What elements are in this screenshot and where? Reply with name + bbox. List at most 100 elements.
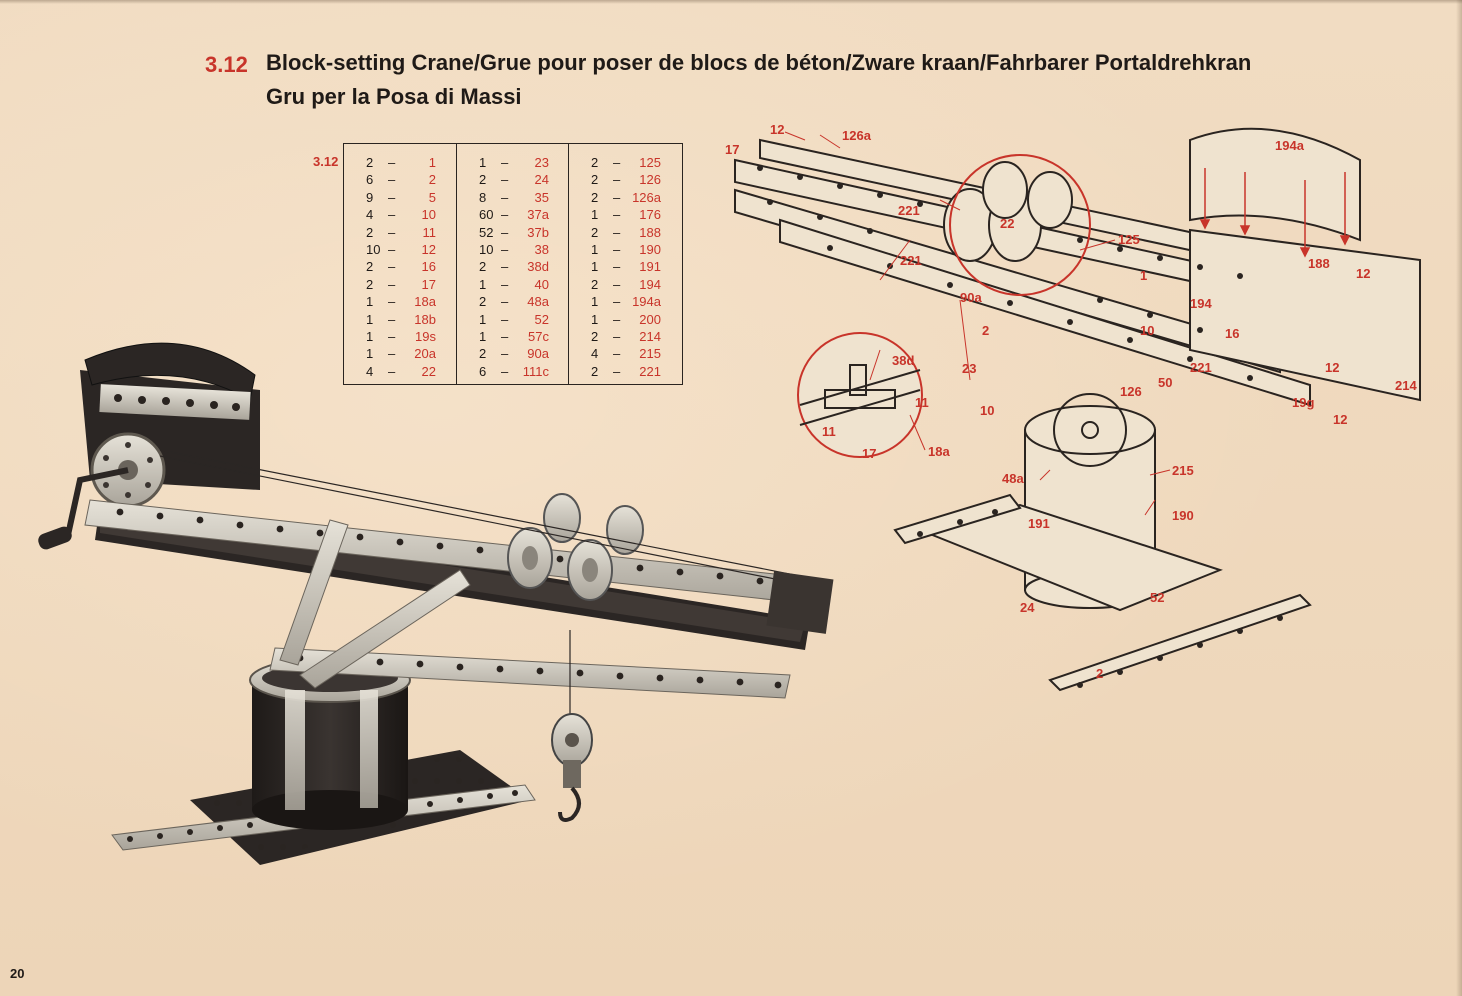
part-quantity: 1 — [366, 311, 374, 327]
part-quantity: 2 — [479, 259, 487, 275]
parts-row: 1–200 — [569, 311, 682, 329]
quantity-dash: – — [388, 259, 396, 275]
diagram-label-38d: 38d — [892, 353, 914, 368]
quantity-dash: – — [388, 294, 396, 310]
part-number: 12 — [421, 242, 436, 257]
diagram-label-12: 12 — [1325, 360, 1339, 375]
quantity-dash: – — [501, 172, 509, 188]
part-number: 57c — [528, 329, 549, 344]
crane-boom-front-strip — [269, 647, 791, 699]
assembly-diagram: 12 126a 17 194a 221 22 221 125 188 12 19… — [725, 122, 1421, 692]
part-quantity: 60 — [479, 207, 494, 223]
part-number: 126 — [639, 172, 661, 188]
part-number: 24 — [534, 172, 549, 188]
part-quantity: 2 — [366, 259, 374, 275]
diagram-label-12: 12 — [1356, 266, 1370, 281]
diagram-label-191: 191 — [1028, 516, 1050, 531]
parts-row: 2–1 — [344, 154, 456, 172]
parts-row: 2–48a — [457, 293, 569, 311]
parts-row: 2–188 — [569, 224, 682, 242]
part-number: 194a — [632, 294, 661, 310]
part-number: 5 — [428, 189, 436, 205]
parts-row: 4–215 — [569, 345, 682, 363]
parts-row: 2–16 — [344, 258, 456, 276]
part-quantity: 2 — [591, 329, 599, 344]
diagram-label-214: 214 — [1395, 378, 1417, 393]
quantity-dash: – — [613, 276, 621, 292]
part-quantity: 6 — [366, 172, 374, 188]
diagram-label-2: 2 — [982, 323, 989, 338]
parts-list-label: 3.12 — [313, 154, 339, 169]
part-quantity: 4 — [366, 363, 374, 379]
part-number: 200 — [639, 311, 661, 327]
part-quantity: 1 — [591, 207, 599, 223]
quantity-dash: – — [501, 224, 509, 240]
diagram-label-19g: 19g — [1292, 395, 1314, 410]
quantity-dash: – — [501, 189, 509, 205]
diagram-label-12: 12 — [1333, 412, 1347, 427]
part-quantity: 1 — [591, 242, 599, 257]
part-quantity: 10 — [366, 242, 381, 257]
quantity-dash: – — [388, 224, 396, 240]
part-number: 22 — [421, 363, 436, 379]
part-quantity: 2 — [479, 346, 487, 362]
quantity-dash: – — [613, 363, 621, 379]
part-quantity: 1 — [366, 294, 374, 310]
part-quantity: 4 — [366, 207, 374, 223]
quantity-dash: – — [388, 363, 396, 379]
parts-row: 6–111c — [457, 363, 569, 381]
diagram-label-188: 188 — [1308, 256, 1330, 271]
part-number: 38 — [534, 242, 549, 257]
part-number: 40 — [534, 276, 549, 292]
part-quantity: 2 — [366, 224, 374, 240]
quantity-dash: – — [613, 155, 621, 170]
parts-row: 4– 22 — [344, 363, 456, 381]
quantity-dash: – — [613, 346, 621, 362]
part-quantity: 2 — [479, 172, 487, 188]
part-number: 18a — [414, 294, 436, 310]
diagram-label-22: 22 — [1000, 216, 1014, 231]
page-edge-shadow — [1456, 0, 1462, 996]
parts-row: 1–20a — [344, 345, 456, 363]
parts-row: 1–18b — [344, 311, 456, 329]
parts-row: 60–37a — [457, 206, 569, 224]
quantity-dash: – — [501, 311, 509, 327]
diagram-label-215: 215 — [1172, 463, 1194, 478]
parts-row: 52–37b — [457, 224, 569, 242]
diagram-label-18a: 18a — [928, 444, 950, 459]
quantity-dash: – — [388, 329, 396, 344]
part-number: 37a — [527, 207, 549, 223]
part-quantity: 2 — [366, 276, 374, 292]
part-quantity: 1 — [479, 329, 487, 344]
quantity-dash: – — [613, 207, 621, 223]
diagram-label-1: 1 — [1140, 268, 1147, 283]
crane-trolley — [507, 493, 644, 601]
part-quantity: 9 — [366, 189, 374, 205]
part-quantity: 2 — [591, 172, 599, 188]
part-quantity: 2 — [591, 224, 599, 240]
quantity-dash: – — [501, 155, 509, 170]
parts-row: 2–221 — [569, 363, 682, 381]
part-number: 214 — [639, 329, 661, 344]
quantity-dash: – — [388, 172, 396, 188]
part-number: 188 — [639, 224, 661, 240]
part-quantity: 2 — [366, 155, 374, 170]
part-quantity: 6 — [479, 363, 487, 379]
quantity-dash: – — [501, 294, 509, 310]
part-number: 35 — [534, 189, 549, 205]
quantity-dash: – — [388, 346, 396, 362]
parts-row: 2–90a — [457, 345, 569, 363]
diagram-label-24: 24 — [1020, 600, 1035, 615]
diagram-label-11: 11 — [822, 424, 836, 439]
part-quantity: 2 — [591, 155, 599, 170]
parts-row: 2–38d — [457, 258, 569, 276]
parts-row: 1–40 — [457, 276, 569, 294]
diagram-label-12: 12 — [770, 122, 784, 137]
parts-row: 9–5 — [344, 189, 456, 207]
diagram-label-221: 221 — [898, 203, 920, 218]
diagram-label-17: 17 — [862, 446, 876, 461]
diagram-label-190: 190 — [1172, 508, 1194, 523]
part-number: 176 — [639, 207, 661, 223]
